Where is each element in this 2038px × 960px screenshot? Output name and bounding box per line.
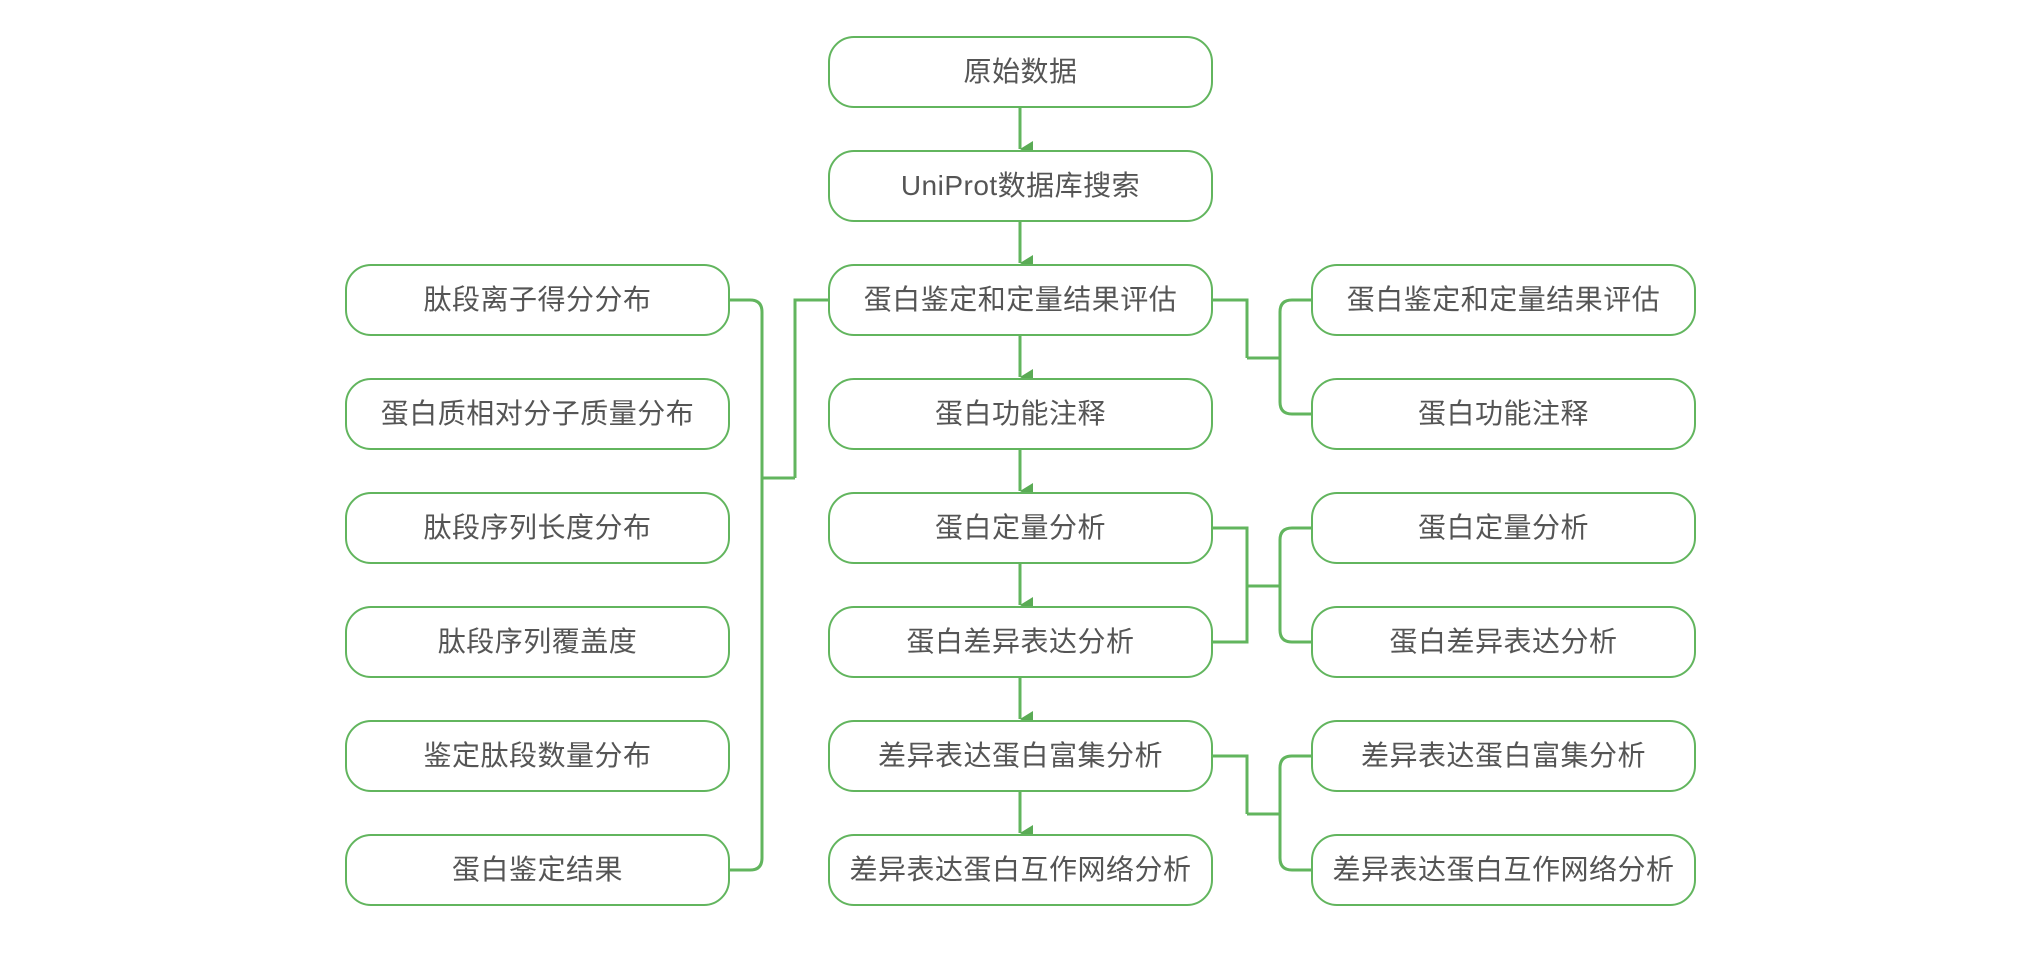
right-bracket-group-1 (1213, 298, 1311, 416)
left-stem-from-main (793, 298, 828, 478)
node-main-uniprot-search[interactable]: UniProt数据库搜索 (828, 150, 1213, 222)
node-left-sequence-coverage[interactable]: 肽段序列覆盖度 (345, 606, 730, 678)
node-right-ppi-network-analysis[interactable]: 差异表达蛋白互作网络分析 (1311, 834, 1696, 906)
node-label: 差异表达蛋白富集分析 (877, 740, 1163, 772)
right-branch-3b (1278, 814, 1311, 872)
node-label: 蛋白功能注释 (934, 398, 1106, 430)
node-main-identification-quantification-assessment[interactable]: 蛋白鉴定和定量结果评估 (828, 264, 1213, 336)
right-branch-3a (1247, 754, 1311, 816)
node-label: 蛋白定量分析 (934, 512, 1106, 544)
node-left-protein-identification-result[interactable]: 蛋白鉴定结果 (345, 834, 730, 906)
node-label: 鉴定肽段数量分布 (423, 740, 652, 772)
node-main-raw-data[interactable]: 原始数据 (828, 36, 1213, 108)
right-branch-2a (1247, 526, 1311, 588)
node-main-enrichment-analysis[interactable]: 差异表达蛋白富集分析 (828, 720, 1213, 792)
node-right-differential-expression-analysis[interactable]: 蛋白差异表达分析 (1311, 606, 1696, 678)
node-label: UniProt数据库搜索 (900, 170, 1141, 202)
node-right-identification-quantification-assessment[interactable]: 蛋白鉴定和定量结果评估 (1311, 264, 1696, 336)
node-left-peptide-length-distribution[interactable]: 肽段序列长度分布 (345, 492, 730, 564)
right-branch-1b (1278, 358, 1311, 416)
node-right-protein-quantification-analysis[interactable]: 蛋白定量分析 (1311, 492, 1696, 564)
node-label: 差异表达蛋白富集分析 (1360, 740, 1646, 772)
node-label: 蛋白质相对分子质量分布 (380, 398, 695, 430)
node-label: 蛋白定量分析 (1417, 512, 1589, 544)
node-right-enrichment-analysis[interactable]: 差异表达蛋白富集分析 (1311, 720, 1696, 792)
node-label: 蛋白鉴定和定量结果评估 (863, 284, 1178, 316)
left-trunk-lower (730, 478, 764, 872)
right-stem-3 (1213, 754, 1249, 814)
node-label: 差异表达蛋白互作网络分析 (1332, 854, 1675, 886)
node-label: 蛋白鉴定结果 (451, 854, 623, 886)
right-branch-2b (1278, 586, 1311, 644)
node-main-protein-function-annotation[interactable]: 蛋白功能注释 (828, 378, 1213, 450)
node-left-identified-peptide-count-distribution[interactable]: 鉴定肽段数量分布 (345, 720, 730, 792)
left-trunk (730, 298, 795, 480)
node-main-protein-quantification-analysis[interactable]: 蛋白定量分析 (828, 492, 1213, 564)
node-label: 肽段离子得分分布 (423, 284, 652, 316)
node-right-protein-function-annotation[interactable]: 蛋白功能注释 (1311, 378, 1696, 450)
right-stem-2a (1213, 526, 1249, 586)
node-label: 蛋白差异表达分析 (1389, 626, 1618, 658)
right-stem-1 (1213, 298, 1249, 358)
node-main-ppi-network-analysis[interactable]: 差异表达蛋白互作网络分析 (828, 834, 1213, 906)
node-label: 差异表达蛋白互作网络分析 (849, 854, 1192, 886)
right-bracket-group-2 (1213, 526, 1311, 644)
right-stem-2b (1213, 586, 1249, 644)
node-label: 蛋白差异表达分析 (906, 626, 1135, 658)
node-label: 蛋白鉴定和定量结果评估 (1346, 284, 1661, 316)
left-bracket-edges (730, 298, 828, 872)
node-left-protein-molecular-weight-distribution[interactable]: 蛋白质相对分子质量分布 (345, 378, 730, 450)
right-branch-1a (1247, 298, 1311, 360)
node-label: 蛋白功能注释 (1417, 398, 1589, 430)
node-label: 肽段序列长度分布 (423, 512, 652, 544)
node-left-peptide-ion-score-distribution[interactable]: 肽段离子得分分布 (345, 264, 730, 336)
node-label: 原始数据 (963, 56, 1078, 88)
node-label: 肽段序列覆盖度 (437, 626, 638, 658)
right-bracket-group-3 (1213, 754, 1311, 872)
node-main-differential-expression-analysis[interactable]: 蛋白差异表达分析 (828, 606, 1213, 678)
